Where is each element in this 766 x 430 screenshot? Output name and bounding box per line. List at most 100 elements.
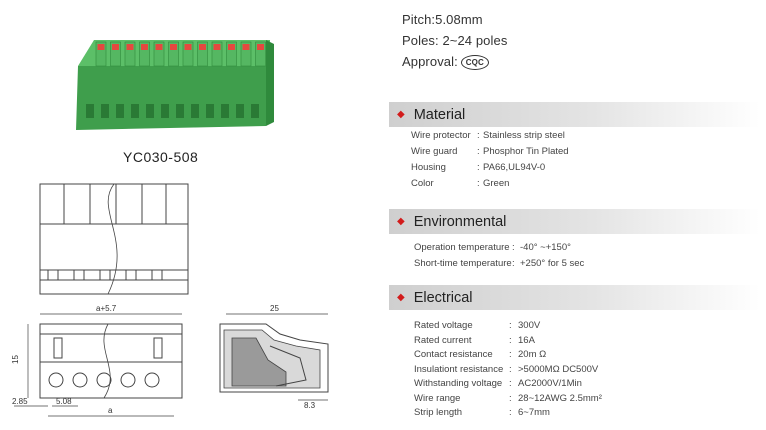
dim-bottom-width: a bbox=[108, 406, 113, 415]
wire-entry-hole bbox=[191, 104, 199, 118]
spec-key: Withstanding voltage bbox=[414, 378, 503, 389]
environmental-row: Operation temperature: -40° ~+150° bbox=[414, 242, 754, 254]
wire-entry-hole bbox=[86, 104, 94, 118]
wire-entry-hole bbox=[236, 104, 244, 118]
spec-key: Short-time temperature bbox=[414, 258, 512, 269]
spec-separator: : bbox=[477, 146, 480, 157]
wire-entry-hole bbox=[161, 104, 169, 118]
release-lever bbox=[228, 44, 235, 50]
release-lever bbox=[184, 44, 192, 50]
terminal-tower bbox=[168, 41, 179, 67]
spec-separator: : bbox=[509, 363, 512, 375]
material-row: Housing:PA66,UL94V-0 bbox=[411, 162, 751, 174]
spec-value: 28~12AWG 2.5mm² bbox=[518, 392, 602, 404]
spec-value: AC2000V/1Min bbox=[518, 378, 582, 389]
spec-separator: : bbox=[509, 407, 512, 418]
electrical-row: Wire range:28~12AWG 2.5mm² bbox=[414, 393, 754, 405]
release-lever bbox=[97, 44, 105, 50]
release-lever bbox=[155, 44, 163, 50]
cqc-mark-icon: CQC bbox=[460, 55, 489, 71]
electrical-row: Rated voltage:300V bbox=[414, 320, 754, 332]
release-lever bbox=[242, 44, 250, 50]
spec-key: Wire range bbox=[414, 392, 461, 404]
terminal-circle bbox=[72, 372, 88, 388]
electrical-row: Withstanding voltage: AC2000V/1Min bbox=[414, 378, 754, 390]
spec-value: PA66,UL94V-0 bbox=[483, 162, 546, 173]
terminal-circle bbox=[96, 372, 112, 388]
dim-left-offset: 2.85 bbox=[12, 397, 28, 406]
electrical-row: Rated current:16A bbox=[414, 335, 754, 347]
approval-spec: Approval:CQC bbox=[402, 54, 489, 71]
diamond-bullet-icon: ◆ bbox=[397, 292, 405, 303]
release-lever bbox=[257, 44, 264, 50]
approval-label: Approval: bbox=[402, 54, 458, 69]
terminal-circle bbox=[120, 372, 136, 388]
side-view-drawing: 25 8.3 bbox=[219, 304, 329, 410]
spec-separator: : bbox=[509, 392, 512, 404]
pitch-spec: Pitch:5.08mm bbox=[402, 12, 483, 27]
release-lever bbox=[126, 44, 134, 50]
terminal-tower bbox=[226, 41, 237, 67]
product-photo bbox=[76, 40, 274, 130]
spec-separator: : bbox=[477, 162, 480, 173]
spec-separator: : bbox=[509, 334, 512, 346]
terminal-tower bbox=[211, 41, 223, 67]
environmental-title: Environmental bbox=[413, 213, 507, 230]
spec-separator: : bbox=[509, 378, 512, 389]
spec-value: 6~7mm bbox=[518, 407, 550, 418]
wire-entry-hole bbox=[176, 104, 184, 118]
wire-entry-hole bbox=[221, 104, 229, 118]
terminal-tower bbox=[240, 41, 252, 67]
spec-separator: : bbox=[509, 349, 512, 360]
release-lever bbox=[170, 44, 177, 50]
dim-pitch: 5.08 bbox=[56, 397, 72, 406]
wire-entry-hole bbox=[146, 104, 154, 118]
terminal-tower bbox=[110, 41, 121, 67]
terminal-circle bbox=[144, 372, 160, 388]
terminal-tower bbox=[153, 41, 165, 67]
spec-value: Stainless strip steel bbox=[483, 130, 565, 141]
spec-key: Operation temperature bbox=[414, 242, 510, 253]
dim-side-width: 25 bbox=[270, 304, 279, 313]
spec-value: 300V bbox=[518, 320, 541, 331]
terminal-tower bbox=[139, 41, 150, 67]
spec-separator: : bbox=[512, 242, 515, 253]
front-elevation-drawing bbox=[39, 183, 189, 295]
spec-key: Color bbox=[411, 178, 434, 189]
spec-value: >5000MΩ DC500V bbox=[518, 363, 599, 375]
dim-height: 15 bbox=[11, 355, 20, 364]
spec-key: Strip length bbox=[414, 407, 463, 418]
material-row: Color:Green bbox=[411, 178, 751, 190]
poles-spec: Poles: 2~24 poles bbox=[402, 33, 508, 48]
terminal-tower bbox=[95, 41, 107, 67]
diamond-bullet-icon: ◆ bbox=[397, 109, 405, 120]
material-section-header: ◆ Material bbox=[389, 102, 760, 127]
product-caption: YC030-508 bbox=[123, 149, 199, 165]
terminal-tower bbox=[255, 41, 266, 67]
electrical-section-header: ◆ Electrical bbox=[389, 285, 760, 310]
terminal-tower bbox=[124, 41, 136, 67]
spec-key: Rated current bbox=[414, 334, 472, 346]
electrical-row: Strip length:6~7mm bbox=[414, 407, 754, 419]
environmental-row: Short-time temperature: +250° for 5 sec bbox=[414, 258, 754, 270]
spec-key: Wire guard bbox=[411, 146, 458, 157]
terminal-tower bbox=[197, 41, 208, 67]
spec-value: -40° ~+150° bbox=[520, 242, 571, 253]
terminal-circle bbox=[48, 372, 64, 388]
spec-separator: : bbox=[512, 258, 515, 269]
spec-value: Green bbox=[483, 178, 510, 189]
spec-key: Contact resistance bbox=[414, 349, 493, 360]
dim-side-depth: 8.3 bbox=[304, 401, 316, 410]
dim-top-width: a+5.7 bbox=[96, 304, 117, 313]
electrical-row: Contact resistance:20m Ω bbox=[414, 349, 754, 361]
release-lever bbox=[141, 44, 148, 50]
spec-value: 20m Ω bbox=[518, 349, 547, 360]
spec-separator: : bbox=[509, 320, 512, 331]
spec-value: +250° for 5 sec bbox=[520, 258, 585, 269]
material-row: Wire guard:Phosphor Tin Plated bbox=[411, 146, 751, 158]
terminal-tower bbox=[182, 41, 194, 67]
release-lever bbox=[213, 44, 221, 50]
spec-separator: : bbox=[477, 130, 480, 141]
dimension-drawing: a+5.7 15 2.85 5.08 a bbox=[11, 304, 183, 417]
wire-entry-hole bbox=[251, 104, 259, 118]
